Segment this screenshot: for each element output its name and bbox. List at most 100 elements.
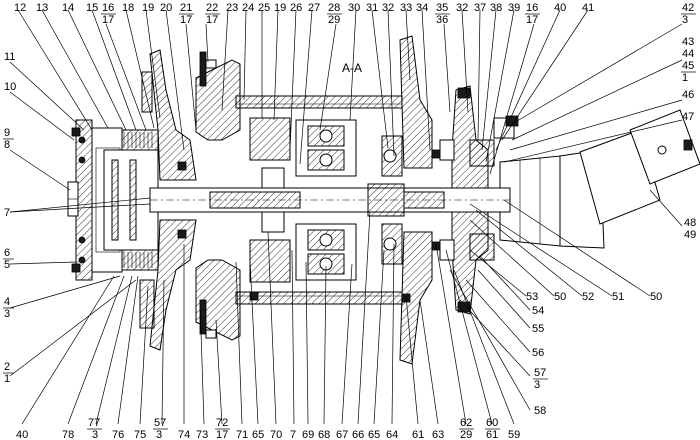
callout-21-sub: 17: [180, 14, 192, 26]
callout-23: 23: [226, 2, 238, 14]
callout-62: 62: [460, 417, 472, 429]
callout-50: 50: [554, 291, 566, 303]
drum-right-flange: [381, 35, 433, 365]
callout-62-sub: 29: [460, 429, 472, 440]
callout-19-b: 19: [274, 2, 286, 14]
callout-22: 22: [206, 2, 218, 14]
planetary-stage-1: [249, 117, 291, 283]
callout-37: 37: [474, 2, 486, 14]
callout-73: 73: [196, 429, 208, 440]
callout-17: 17: [102, 14, 114, 26]
callout-60: 60: [486, 417, 498, 429]
callout-14: 14: [62, 2, 74, 14]
callout-77-sub: 3: [92, 429, 98, 440]
callout-40-bottom: 40: [16, 429, 28, 440]
callout-72-sub: 17: [216, 429, 228, 440]
callout-66: 66: [352, 429, 364, 440]
callout-38: 38: [490, 2, 502, 14]
callout-39: 39: [508, 2, 520, 14]
callout-58: 58: [534, 405, 546, 417]
assembly-drawing: [67, 35, 700, 365]
callout-67: 67: [336, 429, 348, 440]
callout-61: 61: [412, 429, 424, 440]
callout-10: 10: [4, 81, 16, 93]
callout-45: 45: [682, 60, 694, 72]
callout-36: 36: [436, 14, 448, 26]
callout-48: 48: [684, 217, 696, 229]
callout-19: 19: [142, 2, 154, 14]
callout-65-b: 65: [368, 429, 380, 440]
callout-57-bottom: 57: [154, 417, 166, 429]
callout-24: 24: [242, 2, 254, 14]
callout-29: 29: [328, 14, 340, 26]
callout-15: 15: [86, 2, 98, 14]
callout-43: 43: [682, 36, 694, 48]
callout-8: 8: [4, 139, 10, 151]
callout-42-sub: 3: [682, 14, 688, 26]
callout-47: 47: [682, 111, 694, 123]
section-label: A-A: [342, 61, 362, 75]
leader-lines: [9, 9, 683, 425]
callout-30: 30: [348, 2, 360, 14]
callout-44: 44: [682, 48, 694, 60]
callout-69: 69: [302, 429, 314, 440]
callout-2: 2: [4, 361, 10, 373]
callout-33: 33: [400, 2, 412, 14]
callout-5: 5: [4, 259, 10, 271]
drum-left-flange: [195, 51, 241, 341]
callout-43-sub: 1: [682, 72, 688, 84]
callout-12: 12: [14, 2, 26, 14]
callout-68: 68: [318, 429, 330, 440]
callout-57: 57: [534, 367, 546, 379]
callout-78: 78: [62, 429, 74, 440]
callout-3: 3: [4, 308, 10, 320]
winch-drum: [235, 95, 403, 305]
callout-63: 63: [432, 429, 444, 440]
callout-56: 56: [532, 347, 544, 359]
callout-74: 74: [178, 429, 190, 440]
callout-59: 59: [508, 429, 520, 440]
callout-labels: 12 13 14 15 16 17 18 19 20 21 17 22 17 2…: [3, 2, 696, 440]
callout-31: 31: [366, 2, 378, 14]
callout-55: 55: [532, 323, 544, 335]
callout-4: 4: [4, 296, 10, 308]
callout-28: 28: [328, 2, 340, 14]
callout-46: 46: [682, 89, 694, 101]
callout-53: 53: [526, 291, 538, 303]
callout-6: 6: [4, 247, 10, 259]
callout-25: 25: [258, 2, 270, 14]
callout-76: 76: [112, 429, 124, 440]
callout-7-bottom: 7: [290, 429, 296, 440]
callout-75: 75: [134, 429, 146, 440]
callout-1: 1: [4, 373, 10, 385]
callout-50-b: 50: [650, 291, 662, 303]
callout-57-bottom-sub: 3: [156, 429, 162, 440]
callout-64: 64: [386, 429, 398, 440]
callout-57-sub: 3: [534, 379, 540, 391]
callout-27: 27: [308, 2, 320, 14]
callout-22-sub: 17: [206, 14, 218, 26]
callout-70: 70: [270, 429, 282, 440]
callout-16-b: 16: [526, 2, 538, 14]
callout-21: 21: [180, 2, 192, 14]
main-shaft: [149, 183, 511, 217]
callout-18: 18: [122, 2, 134, 14]
callout-32-b: 32: [456, 2, 468, 14]
callout-40: 40: [554, 2, 566, 14]
callout-51: 51: [612, 291, 624, 303]
callout-11: 11: [4, 51, 15, 63]
hydraulic-motor: [499, 109, 700, 249]
callout-13: 13: [36, 2, 48, 14]
planetary-stage-2: [295, 119, 357, 281]
callout-20: 20: [160, 2, 172, 14]
callout-41: 41: [582, 2, 594, 14]
callout-26: 26: [290, 2, 302, 14]
callout-60-sub: 61: [486, 429, 498, 440]
callout-54: 54: [532, 305, 544, 317]
callout-71: 71: [236, 429, 248, 440]
callout-42: 42: [682, 2, 694, 14]
callout-7: 7: [4, 207, 10, 219]
callout-72: 72: [216, 417, 228, 429]
callout-17-b: 17: [526, 14, 538, 26]
